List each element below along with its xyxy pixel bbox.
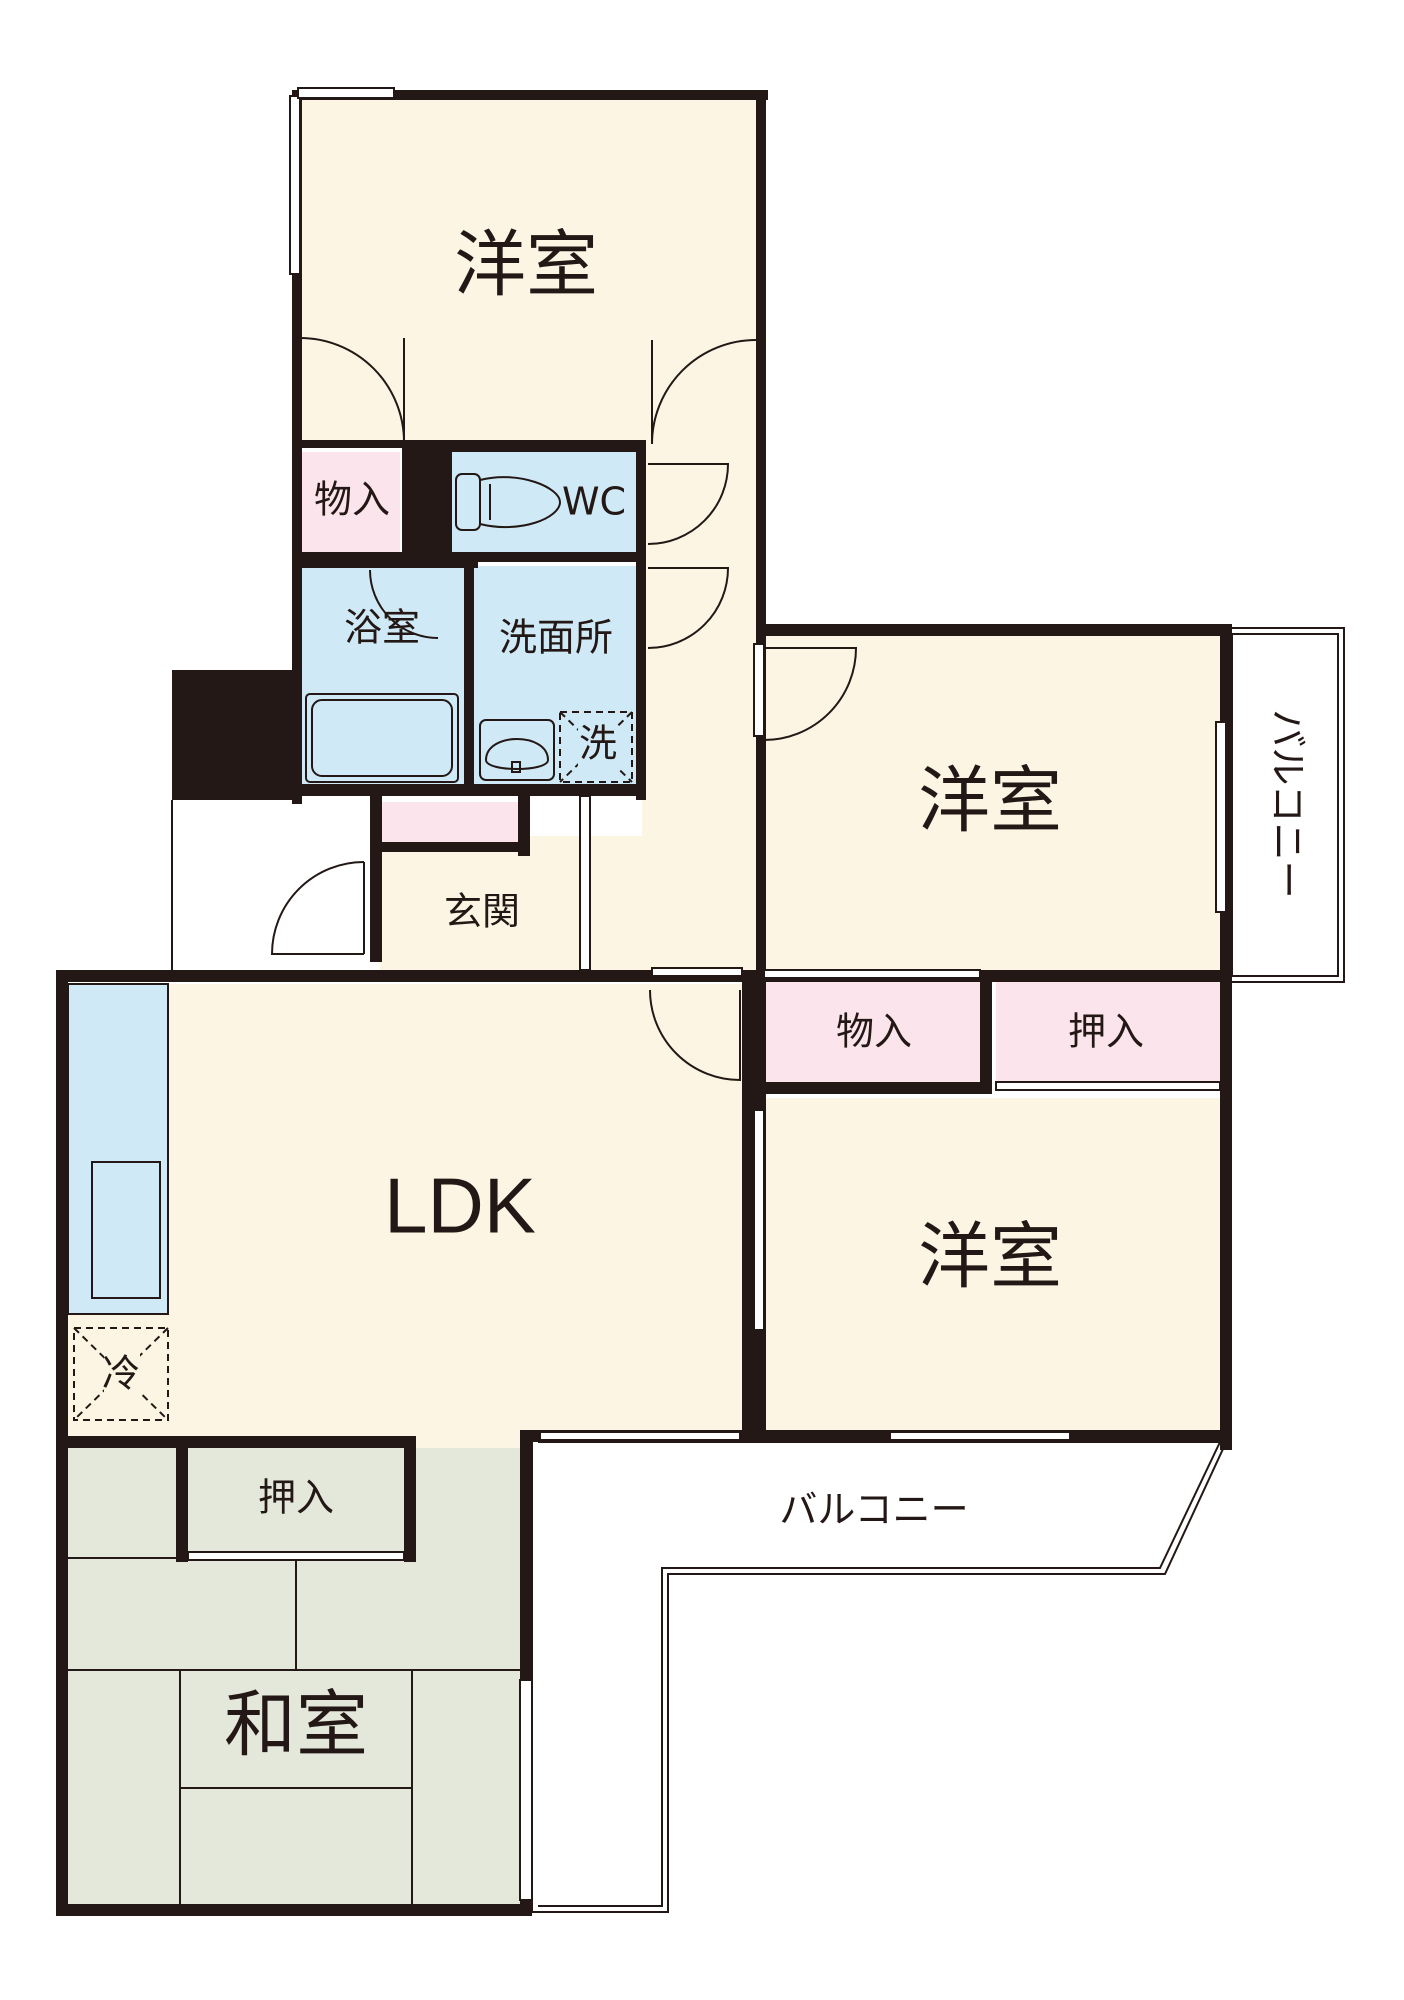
storage-top-label: 物入 — [314, 478, 390, 522]
balcony-side-label: バルコニー — [1266, 709, 1310, 898]
balcony-side — [1225, 627, 1345, 983]
storage-top — [300, 452, 400, 552]
washer-space-icon — [559, 711, 633, 783]
corridor — [642, 445, 758, 975]
japanese-label: 和室 — [224, 1683, 368, 1767]
bath-area — [300, 566, 464, 788]
entrance-storage — [380, 802, 518, 844]
fridge-label: 冷 — [102, 1352, 140, 1396]
room-ldk — [64, 984, 748, 1552]
western-mid-label: 洋室 — [918, 759, 1062, 843]
wc-area — [452, 452, 638, 554]
storage-mid-label: 物入 — [836, 1010, 912, 1054]
fridge-space-icon — [73, 1327, 169, 1421]
closet-mid-label: 押入 — [1068, 1010, 1144, 1054]
sink-icon — [479, 719, 555, 781]
room-japanese — [64, 1448, 524, 1906]
bath-label: 浴室 — [344, 606, 420, 650]
kitchen-counter — [68, 984, 168, 1314]
room-western-mid — [764, 636, 1220, 974]
washroom-label: 洗面所 — [499, 616, 613, 660]
room-western-bottom — [764, 1098, 1220, 1432]
room-western-top — [300, 98, 758, 445]
entrance-label: 玄関 — [444, 890, 520, 934]
tatami-mats — [64, 1557, 524, 1906]
door-swing-icon — [270, 337, 858, 1082]
ldk-label: LDK — [384, 1162, 536, 1250]
western-top-label: 洋室 — [454, 223, 598, 307]
closet-mid — [996, 980, 1220, 1082]
entrance-floor — [380, 836, 642, 976]
western-bottom-label: 洋室 — [918, 1215, 1062, 1299]
window-icon — [171, 87, 1227, 1901]
toilet-icon — [455, 473, 562, 531]
washer-label: 洗 — [579, 722, 617, 766]
storage-mid — [764, 980, 982, 1082]
balcony-bottom-label: バルコニー — [779, 1488, 968, 1532]
closet-bottom-label: 押入 — [258, 1476, 334, 1520]
bathtub-icon — [305, 693, 459, 783]
wc-label: WC — [562, 480, 626, 524]
